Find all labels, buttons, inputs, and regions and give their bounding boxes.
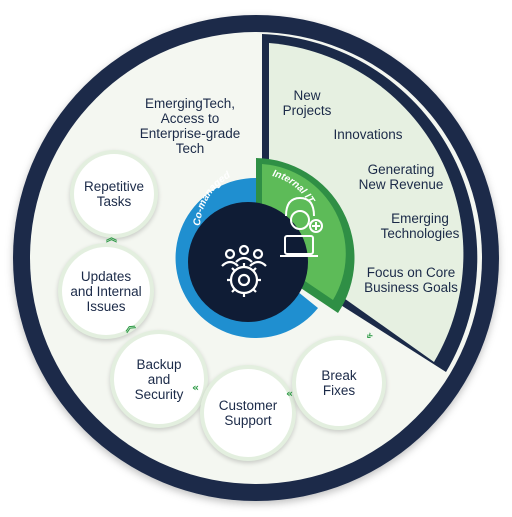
cycle-item-break-fixes: Break Fixes (292, 336, 386, 430)
cycle-item-label: Backup and Security (134, 356, 184, 402)
cycle-item-repetitive-tasks: Repetitive Tasks (70, 150, 158, 238)
chevron-arrow-icon: « (192, 381, 200, 394)
engineer-laptop-icon (280, 196, 323, 257)
internal-item-new-projects: New Projects (282, 88, 332, 118)
internal-item-emerging-technologies: Emerging Technologies (380, 211, 460, 241)
co-managed-benefits: EmergingTech, Access to Enterprise-grade… (139, 96, 241, 156)
chevron-arrow-icon: « (286, 387, 294, 400)
chevron-arrow-icon: ︽ (106, 231, 117, 244)
cycle-item-label: Break Fixes (321, 368, 357, 398)
internal-item-focus-core-goals: Focus on Core Business Goals (364, 265, 458, 295)
cycle-item-updates: Updates and Internal Issues (58, 243, 154, 339)
internal-item-innovations: Innovations (333, 127, 403, 142)
core-circle (188, 202, 308, 322)
cycle-item-backup-security: Backup and Security (110, 330, 208, 428)
team-gear-icon (221, 244, 267, 297)
cycle-item-label: Repetitive Tasks (83, 179, 145, 209)
cycle-item-label: Customer Support (218, 398, 278, 428)
internal-item-generating-revenue: Generating New Revenue (358, 162, 444, 192)
cycle-item-label: Updates and Internal Issues (70, 268, 142, 314)
internal-wedge (269, 43, 464, 362)
cycle-item-customer-support: Customer Support (200, 365, 296, 461)
